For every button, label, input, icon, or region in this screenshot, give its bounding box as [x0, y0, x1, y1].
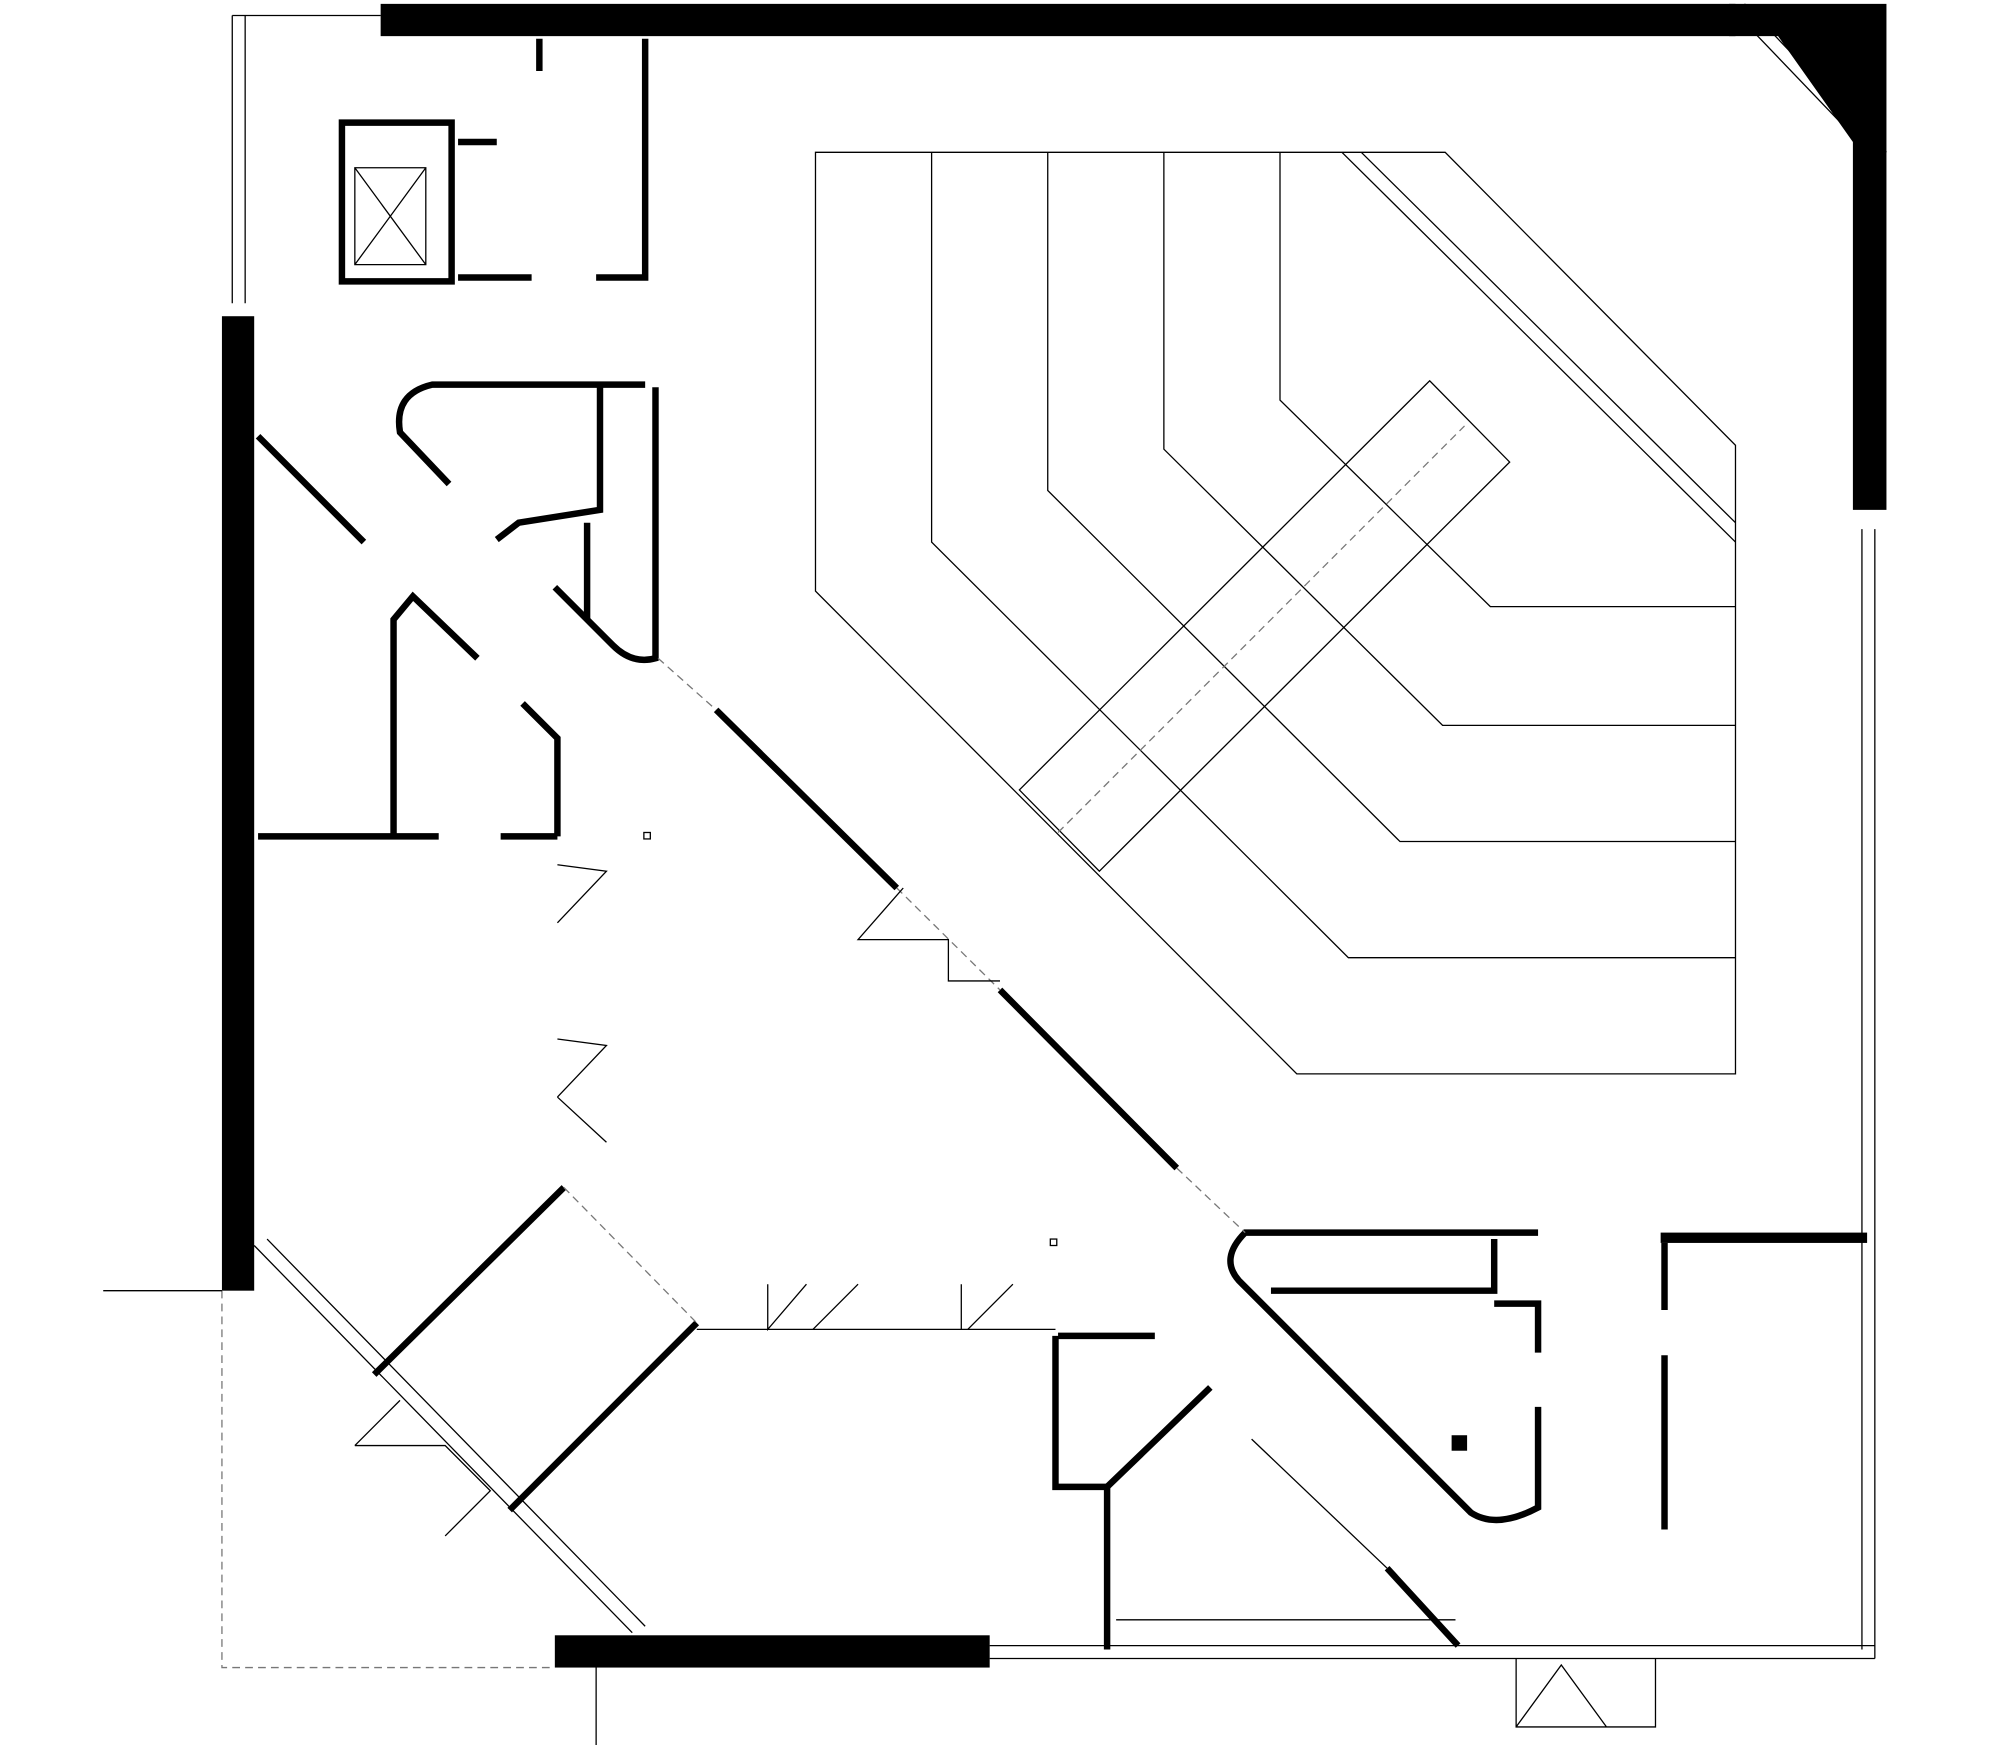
- auditorium-seating: [814, 151, 1737, 1075]
- bridge: [1018, 379, 1511, 873]
- east-partition-wall: [1660, 1232, 1868, 1243]
- glazing: [103, 3, 1887, 1745]
- north-wall: [380, 3, 1736, 37]
- northeast-corner-wall: [1729, 3, 1887, 510]
- south-wall: [554, 1635, 990, 1668]
- interior-walls: [255, 38, 1668, 1728]
- exterior-walls: [221, 3, 1887, 1668]
- west-wall: [221, 316, 255, 1291]
